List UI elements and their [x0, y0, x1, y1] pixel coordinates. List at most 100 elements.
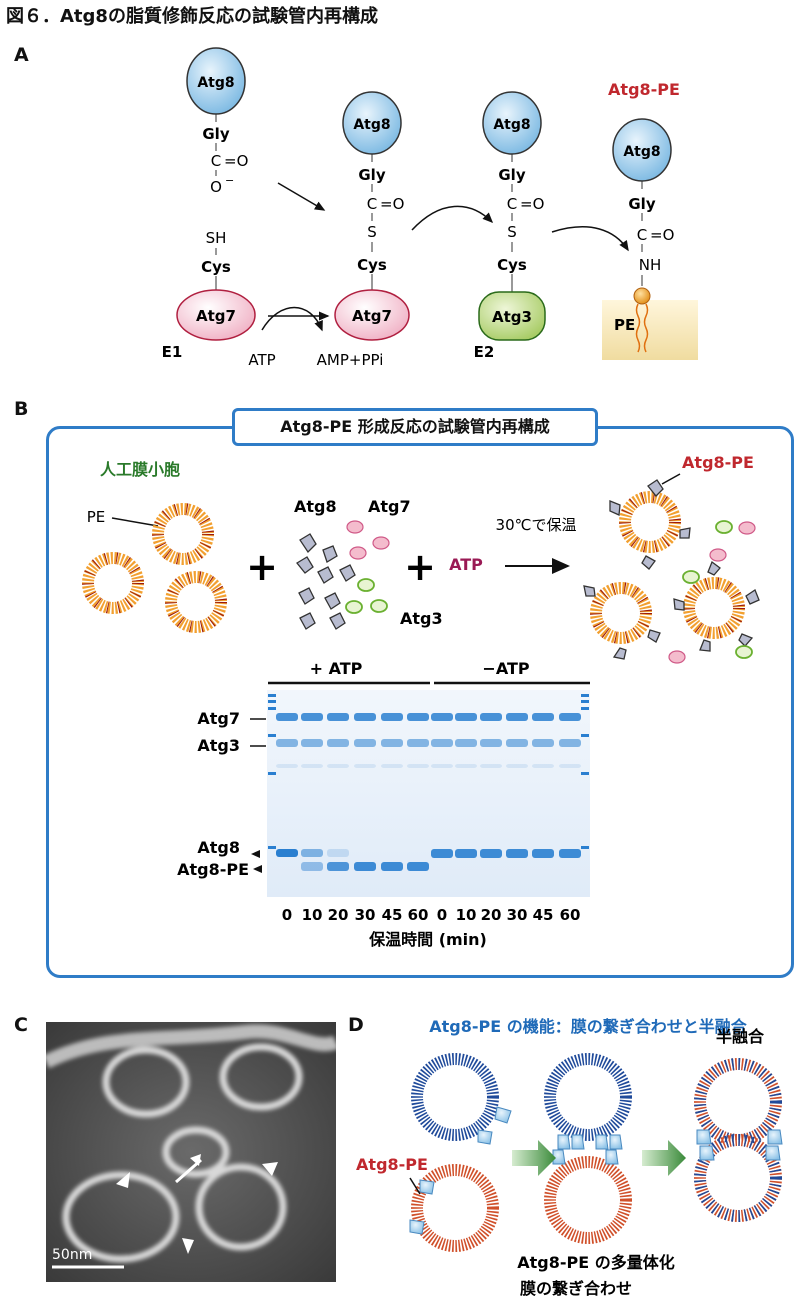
band-faint [506, 764, 528, 768]
band-atg7 [480, 713, 502, 721]
band-atg8 [559, 849, 581, 858]
band-atg3 [455, 739, 477, 747]
band-atg7 [327, 713, 349, 721]
band-atg7 [455, 713, 477, 721]
band-atg3 [532, 739, 554, 747]
band-atg7 [506, 713, 528, 721]
released-atg3 [682, 520, 753, 659]
gly-label: Gly [202, 125, 229, 143]
band-atg7 [276, 713, 298, 721]
atg3-dots [345, 578, 388, 614]
double-o-label: =O [380, 195, 404, 213]
svg-text:30: 30 [507, 906, 528, 924]
cys-label: Cys [201, 258, 231, 276]
atp-label: ATP [248, 351, 275, 369]
atg8-pe-label: Atg8-PE [682, 453, 754, 472]
arrow-step2 [411, 205, 494, 231]
plus-atp-header: + ATP [310, 659, 363, 678]
cys-label: Cys [357, 256, 387, 274]
e1-label: E1 [162, 343, 183, 361]
oxygen-label: O [210, 178, 222, 196]
caption-line-1: Atg8-PE の多量体化 [517, 1253, 675, 1272]
panel-d-diagram: Atg8-PE の機能：膜の繋ぎ合わせと半融合 Atg8-PE 半融合 Atg8… [356, 1017, 783, 1298]
panel-c-letter: C [14, 1014, 28, 1036]
atg8-free: Atg8 Gly C =O O − [186, 47, 248, 196]
band-atg8-pe [354, 862, 376, 871]
band-atg8 [276, 849, 298, 857]
pe-label: PE [614, 316, 635, 334]
protein-mixture [296, 533, 356, 630]
atg8-label: Atg8 [353, 117, 390, 133]
band-atg8 [431, 849, 453, 858]
liposome-group-left [82, 503, 227, 633]
amp-label: AMP+PPi [317, 351, 384, 369]
atg8-atg7-thioester: Atg8 Gly C =O S Cys Atg7 [334, 91, 410, 341]
svg-text:45: 45 [533, 906, 554, 924]
atp-label: ATP [449, 555, 483, 574]
s-label: S [367, 223, 377, 241]
band-faint [407, 764, 429, 768]
band-atg3 [506, 739, 528, 747]
minus-sign: − [225, 174, 234, 187]
arrow-step1 [277, 182, 326, 211]
plus-sign-2: + [404, 545, 436, 589]
atg3-label: Atg3 [492, 308, 532, 326]
band-faint [431, 764, 453, 768]
double-o-label: =O [520, 195, 544, 213]
green-arrow-2 [642, 1140, 686, 1176]
atg8-pe-proteins [409, 1106, 783, 1235]
band-atg8-pe [327, 862, 349, 871]
marker-ladders [268, 694, 589, 849]
atg8-pe-label: Atg8-PE [356, 1155, 428, 1174]
em-micrograph [46, 1022, 336, 1282]
band-atg3 [480, 739, 502, 747]
atg8-pe-conjugate: Atg8-PE Atg8 Gly C =O NH PE [602, 80, 698, 360]
band-atg8-pe [301, 862, 323, 871]
band-atg3 [276, 739, 298, 747]
pe-headgroup [633, 287, 651, 305]
pe-label: PE [87, 508, 106, 526]
carbon-label: C [507, 195, 517, 213]
band-atg3 [354, 739, 376, 747]
band-faint [559, 764, 581, 768]
svg-text:45: 45 [382, 906, 403, 924]
plus-sign-1: + [246, 545, 278, 589]
band-atg3 [327, 739, 349, 747]
scale-bar-label: 50nm [52, 1247, 93, 1263]
band-atg7 [354, 713, 376, 721]
band-label-atg3: Atg3 [197, 736, 240, 755]
atg7-dots [346, 520, 390, 560]
band-label-atg8-pe: Atg8-PE [177, 860, 249, 879]
band-atg3 [381, 739, 403, 747]
band-atg3 [407, 739, 429, 747]
s-label: S [507, 223, 517, 241]
band-atg8 [327, 849, 349, 857]
nh-label: NH [639, 256, 662, 274]
band-atg7 [559, 713, 581, 721]
liposome-label: 人工膜小胞 [100, 460, 180, 479]
sh-label: SH [206, 229, 227, 247]
panel-d-letter: D [348, 1014, 364, 1036]
band-atg8 [480, 849, 502, 858]
vesicle-hemifused [694, 1058, 782, 1222]
band-atg7 [431, 713, 453, 721]
lane-labels: 0 10 20 30 45 60 0 10 20 30 45 60 [282, 906, 581, 924]
incubation-label: 30℃で保温 [496, 516, 577, 534]
band-faint [455, 764, 477, 768]
svg-text:0: 0 [437, 906, 447, 924]
panel-a-diagram: Atg8 Gly C =O O − SH Cys Atg7 E1 ATP AMP… [162, 47, 698, 369]
gel-xlabel: 保温時間 (min) [368, 930, 487, 949]
band-atg8 [506, 849, 528, 858]
panel-b-letter: B [14, 398, 29, 420]
atg7-label: Atg7 [196, 307, 236, 325]
atg7-label: Atg7 [352, 307, 392, 325]
e2-label: E2 [474, 343, 495, 361]
carbon-label: C [211, 152, 221, 170]
released-atg7 [668, 521, 756, 664]
sds-page-gel: + ATP −ATP Atg7 Atg3 Atg8 Atg8-PE 0 10 2… [177, 659, 590, 949]
band-faint [381, 764, 403, 768]
band-atg3 [301, 739, 323, 747]
atg8-label: Atg8 [623, 144, 660, 160]
atg8-label: Atg8 [197, 75, 234, 91]
atg7-label: Atg7 [368, 497, 411, 516]
